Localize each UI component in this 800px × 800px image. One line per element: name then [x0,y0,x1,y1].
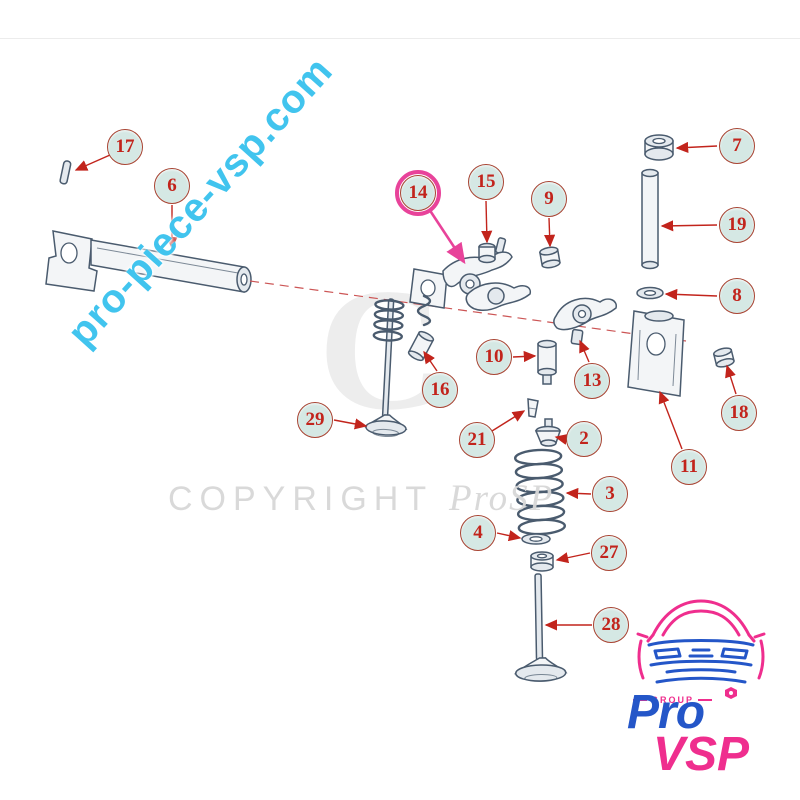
arrow-to-part-21 [491,410,526,432]
part-nut-15 [478,242,496,264]
logo-vsp-text: VSP [653,728,750,781]
arrow-to-part-4 [496,530,522,542]
part-cylinder-16 [407,330,435,362]
part-pin-17 [59,160,72,185]
arrow-to-part-17 [74,154,111,171]
axis-dashed-line [249,280,687,342]
arrow-to-part-7 [675,141,718,154]
logo-group-badge: GROUP [633,695,713,705]
part-rocker-shaft [90,239,252,293]
arrow-to-part-11 [658,390,683,450]
part-left-pedestal [45,230,98,292]
part-rocker-arm-13 [553,297,617,346]
logo-pro-text: Pro [627,686,705,739]
part-nut-7 [644,134,674,161]
arrow-to-part-14 [427,208,466,265]
logo-group-label: GROUP [651,695,695,705]
part-valve-29 [364,298,408,438]
car-sketch-icon [636,599,766,684]
part-seal-4 [521,533,551,545]
arrow-to-part-2 [554,433,569,445]
part-washer-8 [636,286,664,300]
arrow-to-part-29 [333,418,368,430]
part-cylinder-9 [539,246,561,269]
arrow-to-part-3 [565,487,592,500]
arrow-to-part-16 [423,350,438,372]
arrow-to-part-19 [660,220,718,232]
badge-dash-left [633,699,647,701]
hex-nut-icon [725,687,737,699]
arrow-to-part-10 [512,350,537,363]
badge-dash-right [698,699,713,701]
part-right-pedestal-11 [627,310,685,397]
part-tube-19 [641,168,659,270]
arrow-to-part-9 [544,217,556,248]
arrow-to-part-8 [664,288,718,301]
part-cap-27 [530,551,554,572]
copyright-text: COPYRIGHT [168,480,433,518]
arrow-to-part-18 [725,364,737,395]
provsp-logo: GROUP Pro VSP [615,583,790,795]
arrow-to-part-13 [579,339,590,363]
part-spring-3 [513,448,567,536]
part-keeper-21 [527,398,539,418]
part-tappet-10 [537,339,557,385]
copyright-watermark: COPYRIGHT ProSP [168,477,554,520]
copyright-brand: ProSP [448,478,555,519]
top-divider [0,38,800,39]
arrow-to-part-27 [555,552,591,564]
part-valve-28 [513,573,568,683]
arrow-to-part-15 [481,200,493,244]
